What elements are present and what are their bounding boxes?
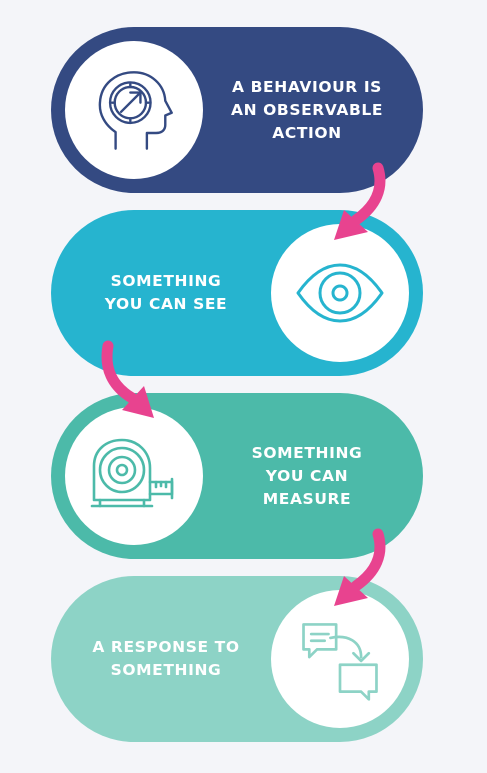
step-1-label: A BEHAVIOUR IS AN OBSERVABLE ACTION [230,77,384,142]
speech-bubbles-icon [302,623,378,701]
step-2-icon-circle [271,224,409,362]
step-1-icon-circle [65,41,203,179]
step-3-label: SOMETHING YOU CAN MEASURE [251,443,363,508]
step-1-card: A BEHAVIOUR IS AN OBSERVABLE ACTION [51,27,423,193]
arrow-step-1-to-2 [334,162,386,240]
arrow-step-2-to-3 [101,340,154,418]
eye-icon [296,263,384,323]
arrow-step-3-to-4 [334,528,386,606]
step-3-icon-circle [65,407,203,545]
step-4-icon-circle [271,590,409,728]
tape-measure-icon [90,438,174,508]
step-4-card: A RESPONSE TO SOMETHING [51,576,423,742]
head-arrow-icon [98,71,173,150]
step-2-label: SOMETHING YOU CAN SEE [104,272,228,313]
step-3-card: SOMETHING YOU CAN MEASURE [51,393,423,559]
step-4-label: A RESPONSE TO SOMETHING [92,638,240,679]
